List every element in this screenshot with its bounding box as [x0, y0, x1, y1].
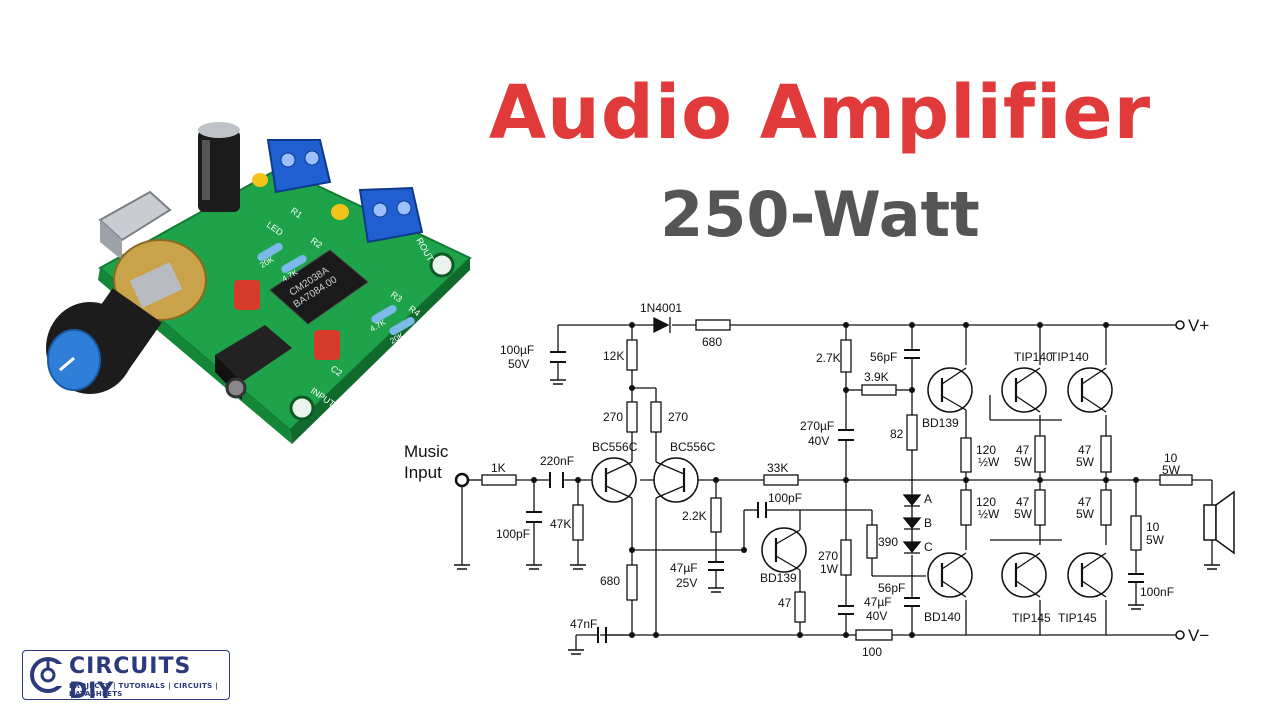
label-diode-b: B: [924, 516, 932, 530]
label-r270a: 270: [603, 410, 623, 424]
label-diode-c: C: [924, 540, 933, 554]
label-r47w3-a: 47: [1016, 495, 1030, 509]
label-r10a-a: 10: [1164, 451, 1178, 465]
label-r100: 100: [862, 645, 882, 659]
label-r47w3-b: 5W: [1014, 507, 1033, 521]
label-q8: TIP145: [1012, 611, 1051, 625]
label-q2: BC556C: [670, 440, 716, 454]
label-c100n: 100nF: [1140, 585, 1174, 599]
label-r27k: 2.7K: [816, 351, 841, 365]
label-r47w4-a: 47: [1078, 495, 1092, 509]
page-subtitle: 250-Watt: [660, 178, 980, 251]
label-r390: 390: [878, 535, 898, 549]
label-q6: TIP140: [1014, 350, 1053, 364]
label-c47u40-b: 40V: [866, 609, 887, 623]
label-q5: BD140: [924, 610, 961, 624]
label-r33k: 33K: [767, 461, 788, 475]
label-c100p-in: 100pF: [496, 527, 530, 541]
circuit-logo-icon: [30, 657, 67, 693]
label-r47w4-b: 5W: [1076, 507, 1095, 521]
logo-name: CIRCUITS DIY: [69, 654, 192, 704]
label-r120b-a: 120: [976, 495, 996, 509]
label-r1k: 1K: [491, 461, 506, 475]
logo-tagline: PROJECTS | TUTORIALS | CIRCUITS | DATASH…: [69, 682, 219, 698]
label-r270w-a: 270: [818, 549, 838, 563]
label-c47u-b: 25V: [676, 576, 697, 590]
page-title: Audio Amplifier: [488, 70, 1152, 156]
label-r10a-b: 5W: [1162, 463, 1181, 477]
label-r39k: 3.9K: [864, 370, 889, 384]
label-c47n: 47nF: [570, 617, 597, 631]
label-q7: TIP140: [1050, 350, 1089, 364]
label-r22k: 2.2K: [682, 509, 707, 523]
label-q1: BC556C: [592, 440, 638, 454]
label-c100u-a: 100µF: [500, 343, 534, 357]
label-r12k: 12K: [603, 349, 624, 363]
input-label-line2: Input: [404, 463, 442, 482]
label-r47w2-b: 5W: [1076, 455, 1095, 469]
label-c100p-fb: 100pF: [768, 491, 802, 505]
label-r47k: 47K: [550, 517, 571, 531]
vminus-label: V−: [1188, 626, 1209, 645]
label-r120a-b: ½W: [978, 455, 1000, 469]
label-c47u-a: 47µF: [670, 561, 698, 575]
label-r10b-b: 5W: [1146, 533, 1165, 547]
label-r82: 82: [890, 427, 904, 441]
circuits-diy-logo: CIRCUITS DIY PROJECTS | TUTORIALS | CIRC…: [22, 650, 230, 704]
amplifier-board-illustration: CM2038A BA7084.00 LED R1 LOUT ROUT R2 R3…: [46, 122, 472, 444]
vplus-label: V+: [1188, 316, 1209, 335]
label-r47-bot: 47: [778, 596, 792, 610]
label-r47w1-b: 5W: [1014, 455, 1033, 469]
label-r270w-b: 1W: [820, 562, 839, 576]
label-q4: BD139: [922, 416, 959, 430]
label-r47w2-a: 47: [1078, 443, 1092, 457]
label-d1: 1N4001: [640, 301, 682, 315]
label-diode-a: A: [924, 492, 932, 506]
label-c270u-a: 270µF: [800, 419, 834, 433]
label-q3: BD139: [760, 571, 797, 585]
label-c47u40-a: 47µF: [864, 595, 892, 609]
label-r680-bot: 680: [600, 574, 620, 588]
label-r47w1-a: 47: [1016, 443, 1030, 457]
label-r10b-a: 10: [1146, 520, 1160, 534]
label-r120a-a: 120: [976, 443, 996, 457]
label-r680-top: 680: [702, 335, 722, 349]
label-c220n: 220nF: [540, 454, 574, 468]
label-c100u-b: 50V: [508, 357, 529, 371]
input-label-line1: Music: [404, 442, 449, 461]
label-c56p-bot: 56pF: [878, 581, 905, 595]
label-c270u-b: 40V: [808, 434, 829, 448]
label-r270b: 270: [668, 410, 688, 424]
label-r120b-b: ½W: [978, 507, 1000, 521]
label-c56p-top: 56pF: [870, 350, 897, 364]
label-q9: TIP145: [1058, 611, 1097, 625]
